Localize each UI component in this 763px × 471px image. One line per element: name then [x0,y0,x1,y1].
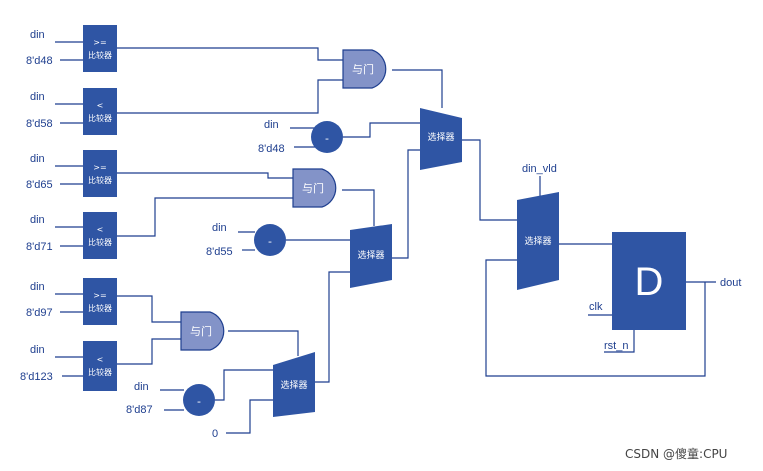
din-vld-label: din_vld [522,163,557,175]
din-label: din [212,222,227,234]
comparator-lt-123: < 比较器 [83,341,117,391]
rst-n-label: rst_n [604,340,628,352]
comparator-label: 比较器 [88,175,112,185]
subtractor-symbol: - [325,132,329,145]
d-flip-flop: D [612,232,686,330]
din-label: din [30,281,45,293]
dff-label: D [635,260,664,304]
const-label: 8'd58 [26,118,53,130]
comparator-block [83,25,117,72]
wire [117,172,293,179]
dff-body [612,232,686,330]
comparator-symbol: < [97,355,104,364]
din-label: din [30,214,45,226]
comparator-lt-71: < 比较器 [83,212,117,259]
mux-1: 选择器 [517,192,559,290]
subtractor-symbol: - [268,235,272,248]
and-gate-label: 与门 [352,62,374,76]
and-gate-2: 与门 [292,168,337,208]
feedback-wire [485,259,706,377]
comparator-block [83,341,117,391]
din-label: din [30,29,45,41]
const-label: 8'd71 [26,241,53,253]
const-label: 8'd97 [26,307,53,319]
mux-label: 选择器 [357,249,384,261]
mux-2: 选择器 [420,108,462,170]
comparator-block [83,212,117,259]
wire [117,79,343,114]
subtractor-3: - [183,384,215,416]
comparator-symbol: >= [93,163,106,172]
and-gate-body [180,311,225,351]
mux-3: 选择器 [350,224,392,288]
mux-body [420,108,462,170]
comparator-symbol: < [97,101,104,110]
comparator-symbol: < [97,225,104,234]
mux-label: 选择器 [524,235,551,247]
wire [392,149,420,259]
watermark: CSDN @傻童:CPU [625,446,727,461]
wire [462,139,517,221]
subtractor-circle [183,384,215,416]
comparator-ge-48: >= 比较器 [83,25,117,72]
comparator-label: 比较器 [88,367,112,377]
comparator-label: 比较器 [88,237,112,247]
clk-label: clk [589,301,603,313]
wire [117,295,181,323]
wire [117,47,343,61]
comparator-label: 比较器 [88,303,112,313]
wire [117,338,181,365]
const-label: 8'd87 [126,404,153,416]
subtractor-1: - [311,121,343,153]
wire [392,69,443,108]
const-label: 8'd123 [20,371,53,383]
mux-label: 选择器 [280,379,307,391]
din-label: din [30,344,45,356]
comparator-ge-65: >= 比较器 [83,150,117,197]
wire [215,369,273,401]
wire [226,399,273,434]
comparator-block [83,150,117,197]
mux-body [350,224,392,288]
subtractor-circle [311,121,343,153]
comparator-symbol: >= [93,291,106,300]
and-gate-body [292,168,337,208]
mux-body [517,192,559,290]
comparator-block [83,88,117,135]
din-label: din [30,91,45,103]
wire [117,197,293,237]
zero-label: 0 [212,428,218,440]
wire [315,271,350,383]
comparator-block [83,278,117,325]
const-label: 8'd48 [26,55,53,67]
wire [342,189,375,226]
subtractor-circle [254,224,286,256]
din-label: din [264,119,279,131]
comparator-label: 比较器 [88,113,112,123]
comparator-lt-58: < 比较器 [83,88,117,135]
and-gate-3: 与门 [180,311,225,351]
comparator-label: 比较器 [88,50,112,60]
and-gate-label: 与门 [302,181,324,195]
mux-label: 选择器 [427,131,454,143]
wire [228,330,299,356]
din-label: din [134,381,149,393]
mux-body [273,352,315,417]
wire [343,122,420,138]
and-gate-label: 与门 [190,324,212,338]
subtractor-2: - [254,224,286,256]
subtractor-symbol: - [197,395,201,408]
dout-label: dout [720,277,741,289]
comparator-ge-97: >= 比较器 [83,278,117,325]
din-label: din [30,153,45,165]
mux-4: 选择器 [273,352,315,417]
and-gate-1: 与门 [342,49,387,89]
const-label: 8'd48 [258,143,285,155]
const-label: 8'd65 [26,179,53,191]
comparator-symbol: >= [93,38,106,47]
and-gate-body [342,49,387,89]
const-label: 8'd55 [206,246,233,258]
wire [604,330,635,353]
